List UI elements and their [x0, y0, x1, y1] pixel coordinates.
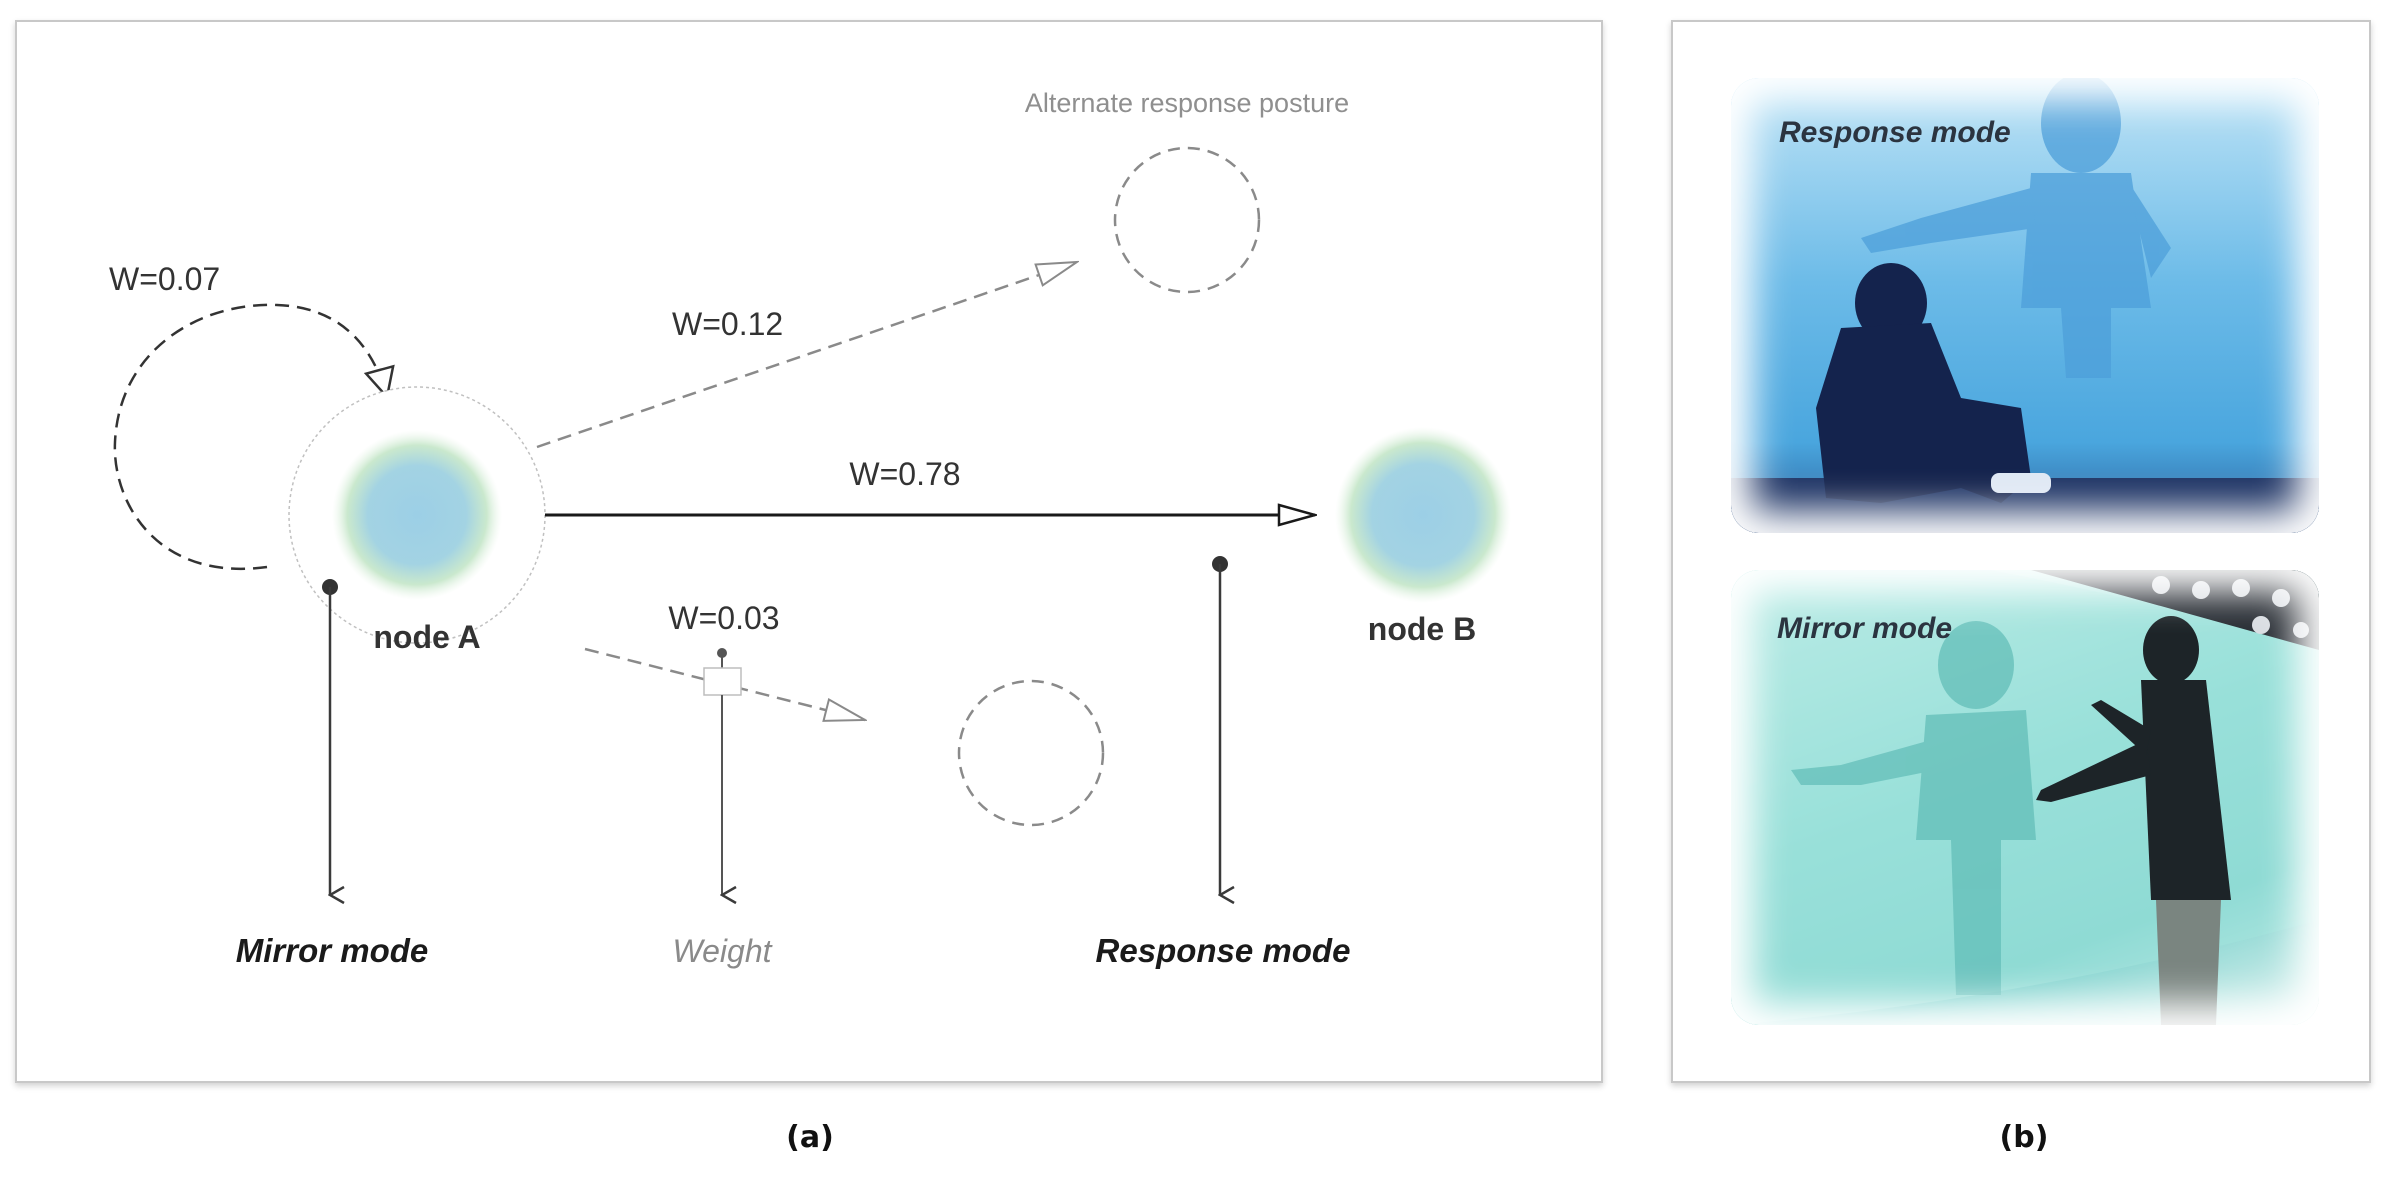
- ceiling-lights: [2152, 576, 2309, 638]
- node-b-label: node B: [1368, 611, 1476, 647]
- node-diagram: Alternate response posture W=0.07 W=0.12…: [109, 88, 1511, 969]
- photo-panel-b: Response mode: [1671, 20, 2371, 1083]
- edge-to-alternate: [536, 262, 1077, 449]
- alternate-posture-label: Alternate response posture: [1025, 88, 1349, 118]
- lower-edge-weight: W=0.03: [668, 600, 779, 636]
- weight-marker-box: [703, 667, 742, 696]
- shadow-silhouette: [1861, 78, 2171, 378]
- alternate-edge-weight: W=0.12: [672, 306, 783, 342]
- mirror-mode-photo: Mirror mode: [1731, 570, 2319, 1025]
- mirror-shadow: [1791, 621, 2036, 995]
- lower-node-circle: [957, 679, 1105, 827]
- diagram-panel-a: Alternate response posture W=0.07 W=0.12…: [15, 20, 1603, 1083]
- response-scene-illustration: [1731, 78, 2319, 533]
- response-mode-photo: Response mode: [1731, 78, 2319, 533]
- mirror-photo-label: Mirror mode: [1777, 612, 1953, 645]
- seated-person: [1816, 263, 2051, 503]
- standing-person: [2036, 616, 2231, 900]
- alternate-node-circle: [1113, 146, 1261, 294]
- self-loop-weight: W=0.07: [109, 261, 220, 297]
- response-mode-label: Response mode: [1096, 932, 1351, 969]
- caption-a: (a): [786, 1120, 834, 1155]
- standing-person-legs: [2156, 900, 2221, 1025]
- response-photo-label: Response mode: [1779, 116, 2011, 149]
- node-b: [1335, 427, 1511, 603]
- node-a: [332, 430, 502, 600]
- mirror-mode-label: Mirror mode: [236, 932, 429, 969]
- node-a-label: node A: [373, 619, 480, 655]
- mirror-scene-illustration: [1731, 570, 2319, 1025]
- caption-b: (b): [1999, 1120, 2049, 1155]
- weight-label: Weight: [672, 933, 772, 969]
- a-to-b-weight: W=0.78: [849, 456, 960, 492]
- self-loop-edge: [113, 303, 395, 570]
